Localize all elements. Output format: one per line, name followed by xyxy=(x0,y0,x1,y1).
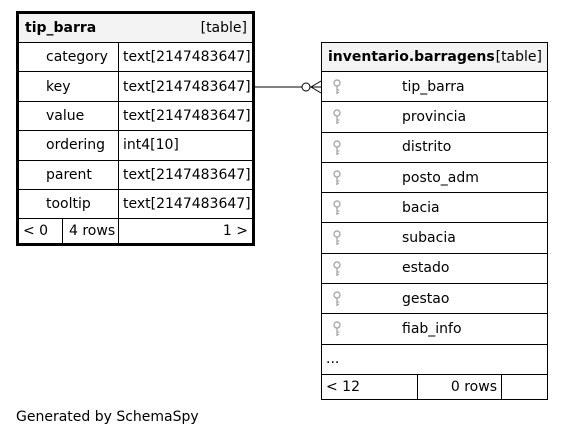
more-columns-indicator[interactable]: ... xyxy=(322,345,547,375)
column-name: category xyxy=(19,43,119,72)
children-count[interactable]: < 0 xyxy=(19,219,63,244)
key-icon xyxy=(333,291,341,307)
column-name: subacia xyxy=(402,230,456,247)
more-text: ... xyxy=(326,351,340,368)
column-row[interactable]: subacia xyxy=(322,223,547,254)
key-icon xyxy=(333,230,341,246)
column-name: gestao xyxy=(402,290,450,307)
column-name: tip_barra xyxy=(402,78,465,95)
column-row[interactable]: value text[2147483647] xyxy=(19,101,252,132)
column-row[interactable]: key text[2147483647] xyxy=(19,72,252,102)
table-name: tip_barra xyxy=(25,20,97,36)
column-row[interactable]: category text[2147483647] xyxy=(19,43,252,73)
table-header: tip_barra [table] xyxy=(19,14,252,43)
column-row[interactable]: gestao xyxy=(322,284,547,315)
column-name: key xyxy=(19,72,119,101)
column-type: text[2147483647] xyxy=(123,49,251,66)
column-name: fiab_info xyxy=(402,321,462,338)
column-name: parent xyxy=(19,160,119,189)
children-count[interactable]: < 12 xyxy=(322,374,418,399)
key-icon xyxy=(333,321,341,337)
column-type: int4[10] xyxy=(123,137,179,154)
key-icon xyxy=(333,261,341,276)
row-count: 0 rows xyxy=(418,374,502,399)
table-type-label: [table] xyxy=(495,49,542,65)
table-footer: < 12 0 rows xyxy=(322,374,547,399)
key-icon xyxy=(333,139,341,155)
key-icon xyxy=(333,170,341,185)
column-name: estado xyxy=(402,260,450,277)
column-row[interactable]: estado xyxy=(322,254,547,285)
column-row[interactable]: distrito xyxy=(322,133,547,163)
column-type: text[2147483647] xyxy=(123,107,251,124)
column-row[interactable]: parent text[2147483647] xyxy=(19,160,252,190)
generated-by-caption: Generated by SchemaSpy xyxy=(16,409,199,425)
column-row[interactable]: bacia xyxy=(322,193,547,224)
column-name: distrito xyxy=(402,139,452,156)
key-icon xyxy=(333,109,341,125)
table-footer: < 0 4 rows 1 > xyxy=(19,219,252,244)
column-name: ordering xyxy=(19,131,119,160)
column-name: bacia xyxy=(402,199,440,216)
key-icon xyxy=(333,200,341,216)
column-row[interactable]: posto_adm xyxy=(322,163,547,194)
column-type: text[2147483647] xyxy=(123,166,251,183)
column-name: value xyxy=(19,101,119,131)
parents-count[interactable] xyxy=(502,375,547,399)
table-name: inventario.barragens xyxy=(328,49,495,65)
row-count: 4 rows xyxy=(63,219,119,244)
parents-count[interactable]: 1 > xyxy=(222,223,248,240)
column-name: tooltip xyxy=(19,189,119,219)
column-name: posto_adm xyxy=(402,169,479,186)
key-icon xyxy=(333,79,341,94)
column-row[interactable]: fiab_info xyxy=(322,314,547,345)
column-row[interactable]: ordering int4[10] xyxy=(19,131,252,161)
table-header: inventario.barragens [table] xyxy=(322,43,547,72)
column-row[interactable]: provincia xyxy=(322,102,547,133)
column-name: provincia xyxy=(402,108,467,125)
column-row[interactable]: tooltip text[2147483647] xyxy=(19,189,252,220)
table-type-label: [table] xyxy=(200,20,247,36)
column-row[interactable]: tip_barra xyxy=(322,72,547,103)
column-type: text[2147483647] xyxy=(123,196,251,213)
table-tip-barra[interactable]: tip_barra [table] category text[21474836… xyxy=(16,11,255,247)
column-type: text[2147483647] xyxy=(123,78,251,95)
